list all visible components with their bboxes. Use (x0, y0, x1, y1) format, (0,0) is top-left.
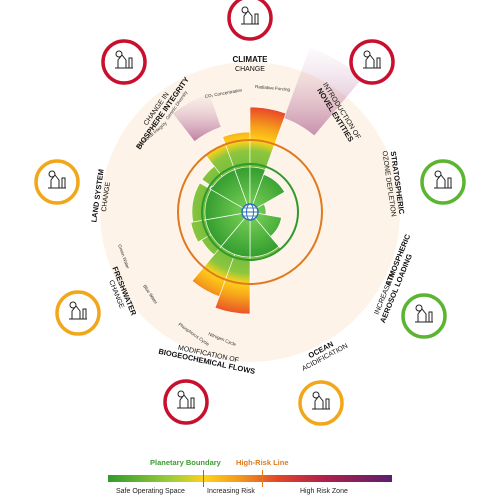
legend-safe: Safe Operating Space (116, 488, 185, 495)
safe-wedge-2 (249, 173, 286, 213)
thermometer-landscape-icon (227, 0, 273, 41)
planetary-boundary-circle (201, 163, 299, 261)
svg-text:CHANGE: CHANGE (101, 181, 112, 212)
functional-integrity-wedge (201, 165, 223, 188)
chemical-bottles-icon (349, 39, 395, 85)
legend-high-risk-zone: High Risk Zone (300, 488, 348, 495)
radiative-forcing-wedge (249, 106, 287, 171)
svg-text:CHANGE: CHANGE (235, 66, 265, 73)
boundary-icons (34, 0, 466, 426)
ozone-layer-icon (420, 159, 466, 205)
biodiversity-icon (101, 39, 147, 85)
ocean-ph-icon (298, 380, 344, 426)
legend-high-risk-tick (262, 470, 263, 487)
ocean-acidification-wedge (249, 246, 282, 262)
svg-text:CLIMATE: CLIMATE (233, 55, 269, 64)
sub-co2: CO₂ Concentration (204, 87, 243, 99)
green-water-wedge (190, 219, 212, 243)
legend-increasing: Increasing Risk (207, 488, 255, 495)
label-climate: CLIMATE CHANGE (233, 55, 269, 73)
legend-high-risk-line: High-Risk Line (236, 458, 289, 467)
tree-stump-icon (34, 159, 80, 205)
forest-particles-icon (401, 293, 447, 339)
crops-icon (163, 379, 209, 425)
boundary-wedges (173, 47, 363, 315)
globe-icon (241, 203, 259, 221)
sub-radiative: Radiative Forcing (255, 84, 291, 92)
legend-gradient-bar (108, 475, 392, 482)
genetic-diversity-beam (173, 93, 221, 142)
high-risk-circle (177, 139, 323, 285)
legend-planetary-boundary: Planetary Boundary (150, 458, 221, 467)
legend-boundary-tick (203, 470, 204, 487)
novel-entities-beam (284, 47, 363, 136)
water-drop-icon (55, 290, 101, 336)
